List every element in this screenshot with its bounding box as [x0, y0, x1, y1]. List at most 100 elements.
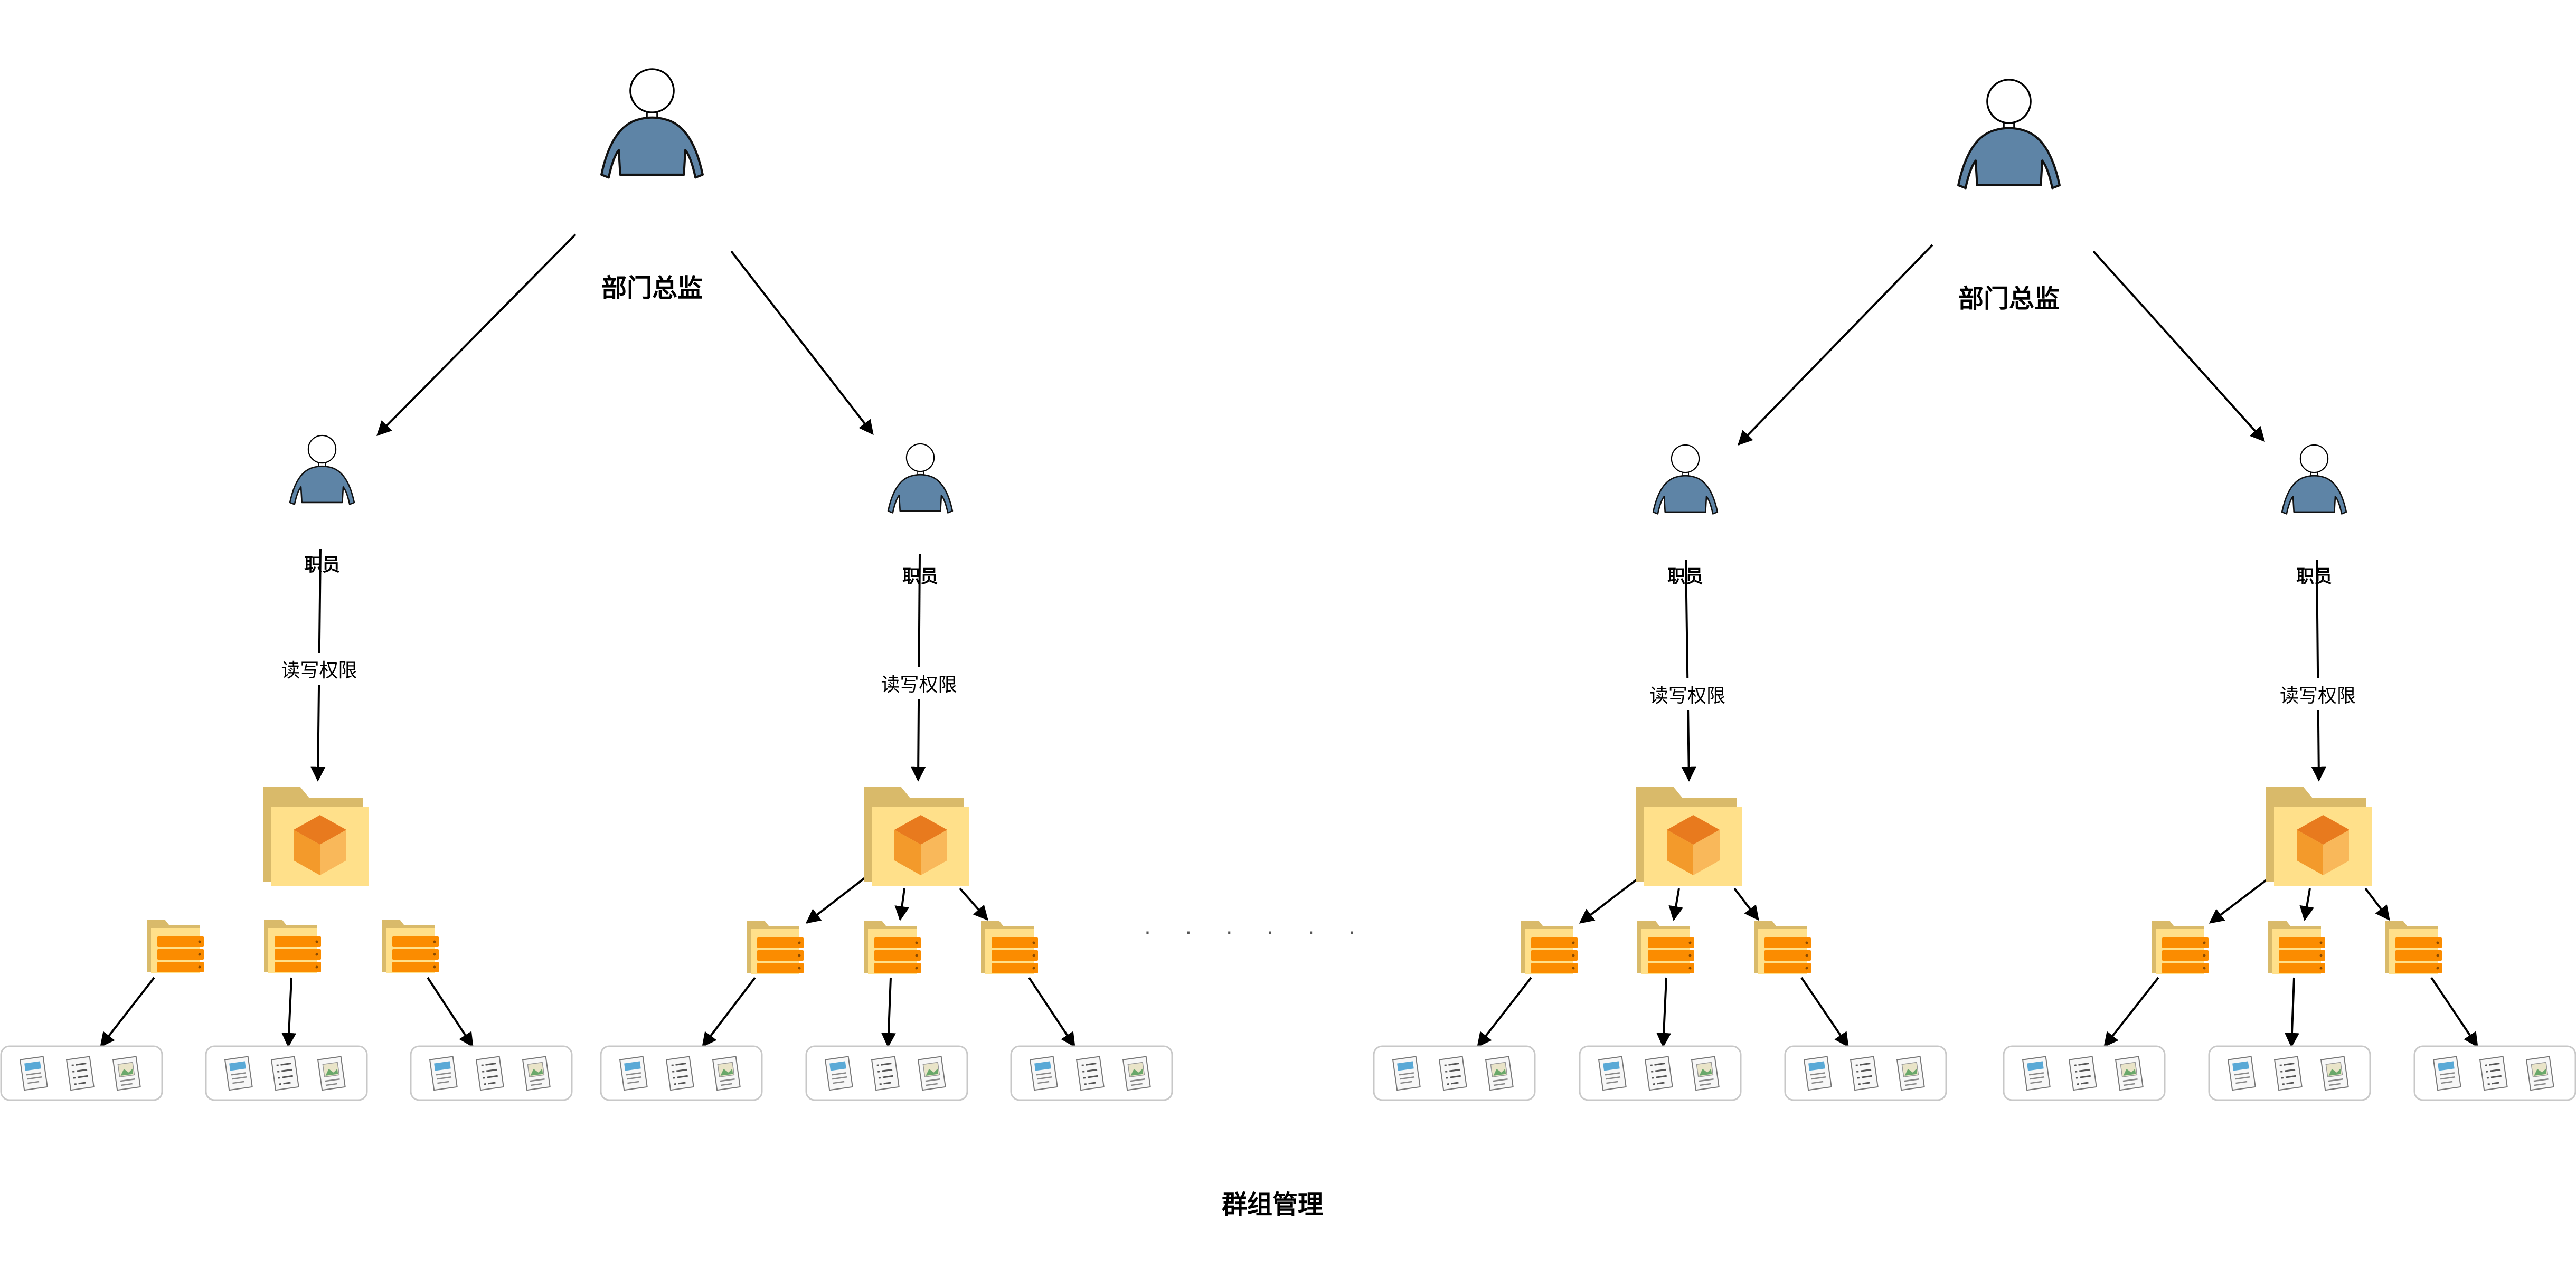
permission-label: 读写权限	[278, 653, 361, 685]
document-icon	[429, 1056, 458, 1091]
repo-to-documents-arrow	[881, 977, 896, 1048]
image-document-icon	[1485, 1056, 1514, 1091]
director-label: 部门总监	[1958, 284, 2060, 314]
document-icon	[270, 1056, 299, 1091]
document-tray	[1373, 1045, 1536, 1101]
project-folder-icon	[864, 787, 969, 886]
director-to-staff-arrow	[2092, 250, 2265, 442]
document-icon	[2227, 1056, 2256, 1091]
image-document-icon	[2525, 1056, 2554, 1091]
document-icon	[1644, 1056, 1673, 1091]
document-tray	[205, 1045, 368, 1101]
document-icon	[1850, 1056, 1879, 1091]
document-tray	[1579, 1045, 1742, 1101]
image-document-icon	[1122, 1056, 1151, 1091]
staff-person-icon	[887, 443, 954, 514]
repo-to-documents-arrow	[281, 977, 297, 1048]
director-to-staff-arrow	[376, 233, 577, 436]
repo-folder-icon	[2385, 921, 2442, 974]
project-folder-icon	[1636, 787, 1742, 886]
document-icon	[475, 1056, 504, 1091]
document-tray	[805, 1045, 968, 1101]
permission-label: 读写权限	[1646, 678, 1729, 710]
director-person-icon	[1957, 79, 2061, 190]
repo-to-documents-arrow	[100, 977, 155, 1048]
diagram-title: 群组管理	[1221, 1190, 1324, 1219]
staff-label: 职员	[304, 554, 340, 576]
document-icon	[824, 1056, 853, 1091]
permission-arrow	[2311, 559, 2326, 782]
repo-folder-icon	[382, 920, 439, 973]
document-icon	[1075, 1056, 1105, 1091]
folder-to-repo-arrow	[1668, 888, 1684, 921]
director-label: 部门总监	[601, 273, 703, 303]
repo-to-documents-arrow	[702, 977, 756, 1048]
repo-folder-icon	[1637, 921, 1694, 974]
document-tray	[600, 1045, 763, 1101]
folder-to-repo-arrow	[2299, 888, 2315, 921]
folder-to-repo-arrow	[959, 887, 988, 921]
image-document-icon	[522, 1056, 551, 1091]
document-icon	[2022, 1056, 2051, 1091]
staff-person-icon	[1652, 444, 1719, 515]
document-tray	[1010, 1045, 1173, 1101]
staff-person-icon	[289, 434, 355, 505]
staff-label: 职员	[2296, 566, 2332, 588]
document-tray	[2208, 1045, 2371, 1101]
ellipsis-separator: · · · · · ·	[1144, 921, 1369, 945]
permission-label: 读写权限	[877, 667, 960, 699]
document-icon	[2479, 1056, 2508, 1091]
director-to-staff-arrow	[1738, 244, 1933, 446]
document-icon	[1392, 1056, 1421, 1091]
document-icon	[1029, 1056, 1058, 1091]
staff-label: 职员	[1667, 566, 1703, 588]
repo-folder-icon	[747, 921, 804, 974]
repo-to-documents-arrow	[1800, 977, 1849, 1048]
repo-to-documents-arrow	[1656, 977, 1672, 1048]
folder-to-repo-arrow	[894, 888, 910, 921]
document-icon	[871, 1056, 900, 1091]
repo-folder-icon	[1521, 921, 1578, 974]
document-tray	[410, 1045, 573, 1101]
image-document-icon	[712, 1056, 741, 1091]
image-document-icon	[2115, 1056, 2144, 1091]
folder-to-repo-arrow	[1733, 887, 1759, 921]
staff-label: 职员	[902, 566, 938, 588]
director-person-icon	[600, 68, 704, 179]
document-icon	[619, 1056, 648, 1091]
repo-folder-icon	[2268, 921, 2325, 974]
project-folder-icon	[263, 787, 369, 886]
repo-to-documents-arrow	[1028, 977, 1075, 1048]
document-tray	[2413, 1045, 2576, 1101]
image-document-icon	[1896, 1056, 1925, 1091]
document-icon	[1438, 1056, 1467, 1091]
document-icon	[65, 1056, 95, 1091]
document-icon	[2068, 1056, 2097, 1091]
repo-folder-icon	[981, 921, 1038, 974]
document-icon	[224, 1056, 253, 1091]
repo-folder-icon	[1754, 921, 1811, 974]
project-folder-icon	[2266, 787, 2372, 886]
image-document-icon	[112, 1056, 141, 1091]
repo-to-documents-arrow	[2284, 977, 2299, 1048]
document-icon	[1598, 1056, 1627, 1091]
folder-to-repo-arrow	[2364, 887, 2390, 921]
repo-folder-icon	[264, 920, 321, 973]
repo-to-documents-arrow	[2430, 977, 2478, 1048]
folder-to-repo-arrow	[2209, 877, 2270, 924]
repo-to-documents-arrow	[2103, 977, 2159, 1048]
repo-folder-icon	[147, 920, 204, 973]
document-tray	[1784, 1045, 1947, 1101]
repo-folder-icon	[2152, 921, 2209, 974]
document-tray	[2003, 1045, 2166, 1101]
repo-to-documents-arrow	[1477, 977, 1532, 1048]
document-tray	[0, 1045, 163, 1101]
permission-arrow	[1681, 559, 1696, 782]
staff-person-icon	[2281, 444, 2347, 515]
image-document-icon	[2320, 1056, 2349, 1091]
document-icon	[2273, 1056, 2303, 1091]
document-icon	[2432, 1056, 2461, 1091]
permission-label: 读写权限	[2276, 678, 2360, 710]
document-icon	[19, 1056, 48, 1091]
repo-folder-icon	[864, 921, 921, 974]
